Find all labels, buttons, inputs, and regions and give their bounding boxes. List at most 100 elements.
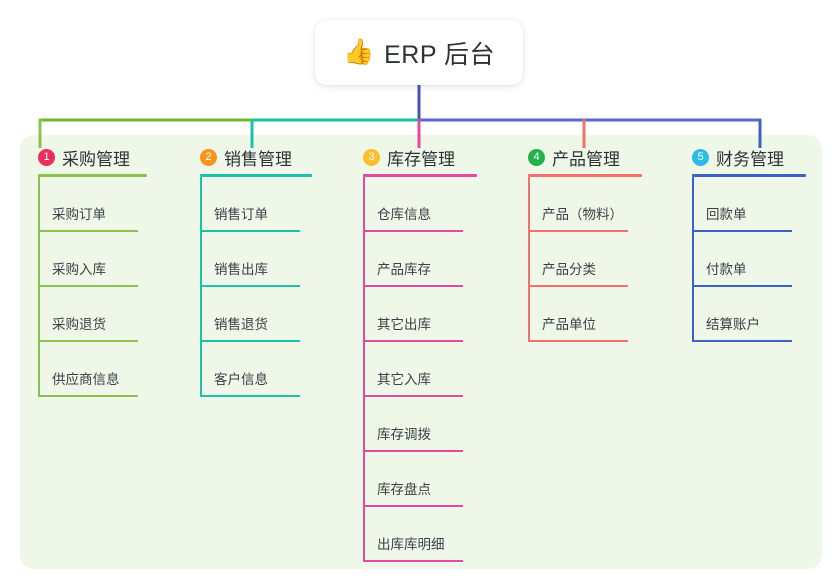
leaf-label: 仓库信息: [377, 207, 431, 222]
leaf-item[interactable]: 销售出库: [200, 232, 300, 287]
leaf-item[interactable]: 产品（物料）: [528, 177, 628, 232]
leaf-underline: [692, 285, 792, 287]
leaf-item[interactable]: 客户信息: [200, 342, 300, 397]
leaf-label: 付款单: [706, 262, 747, 277]
branch-underline-1: [38, 174, 147, 177]
branch-header-1[interactable]: 1 采购管理: [38, 146, 147, 169]
branch-title-4: 产品管理: [552, 149, 620, 169]
leaf-label: 采购退货: [52, 317, 106, 332]
leaf-label: 销售出库: [214, 262, 268, 277]
leaf-item[interactable]: 产品单位: [528, 287, 628, 342]
leaf-underline: [200, 395, 300, 397]
root-title: ERP 后台: [384, 40, 496, 69]
leaf-underline: [528, 285, 628, 287]
leaf-label: 产品库存: [377, 262, 431, 277]
leaf-group-5: 回款单付款单结算账户: [692, 177, 806, 342]
leaf-item[interactable]: 供应商信息: [38, 342, 138, 397]
leaf-label: 库存调拨: [377, 427, 431, 442]
branch-column-2: 2 销售管理销售订单销售出库销售退货客户信息: [200, 146, 312, 397]
branch-badge-2: 2: [200, 148, 217, 166]
leaf-underline: [38, 340, 138, 342]
leaf-underline: [692, 230, 792, 232]
leaf-underline: [363, 230, 463, 232]
leaf-item[interactable]: 库存调拨: [363, 397, 463, 452]
leaf-underline: [692, 340, 792, 342]
leaf-item[interactable]: 结算账户: [692, 287, 792, 342]
leaf-item[interactable]: 回款单: [692, 177, 792, 232]
branch-spine-1: [38, 177, 40, 397]
thumbs-up-icon: 👍: [342, 38, 375, 66]
branch-column-5: 5 财务管理回款单付款单结算账户: [692, 146, 806, 342]
branch-header-4[interactable]: 4 产品管理: [528, 146, 642, 169]
leaf-label: 产品单位: [542, 317, 596, 332]
leaf-item[interactable]: 采购入库: [38, 232, 138, 287]
leaf-item[interactable]: 销售订单: [200, 177, 300, 232]
root-node[interactable]: 👍 ERP 后台: [315, 20, 523, 85]
leaf-item[interactable]: 产品分类: [528, 232, 628, 287]
branch-title-5: 财务管理: [716, 149, 784, 169]
leaf-label: 客户信息: [214, 372, 268, 387]
branch-spine-2: [200, 177, 202, 397]
leaf-label: 回款单: [706, 207, 747, 222]
branch-title-3: 库存管理: [387, 149, 455, 169]
leaf-item[interactable]: 采购订单: [38, 177, 138, 232]
leaf-label: 库存盘点: [377, 482, 431, 497]
leaf-group-4: 产品（物料） 产品分类产品单位: [528, 177, 642, 342]
leaf-underline: [38, 285, 138, 287]
branch-title-1: 采购管理: [62, 149, 130, 169]
branch-badge-3: 3: [363, 148, 380, 166]
leaf-underline: [528, 230, 628, 232]
leaf-item[interactable]: 产品库存: [363, 232, 463, 287]
leaf-item[interactable]: 库存盘点: [363, 452, 463, 507]
leaf-underline: [528, 340, 628, 342]
leaf-underline: [363, 505, 463, 507]
branch-underline-2: [200, 174, 312, 177]
leaf-group-2: 销售订单销售出库销售退货客户信息: [200, 177, 312, 397]
branch-column-4: 4 产品管理产品（物料） 产品分类产品单位: [528, 146, 642, 342]
leaf-underline: [363, 395, 463, 397]
leaf-item[interactable]: 采购退货: [38, 287, 138, 342]
leaf-underline: [363, 285, 463, 287]
branch-spine-3: [363, 177, 365, 562]
branch-spine-5: [692, 177, 694, 342]
branch-underline-4: [528, 174, 642, 177]
branch-underline-3: [363, 174, 477, 177]
leaf-underline: [200, 230, 300, 232]
leaf-item[interactable]: 出库库明细: [363, 507, 463, 562]
leaf-label: 供应商信息: [52, 372, 120, 387]
leaf-label: 结算账户: [706, 317, 760, 332]
leaf-underline: [200, 285, 300, 287]
branch-underline-5: [692, 174, 806, 177]
leaf-underline: [38, 230, 138, 232]
leaf-underline: [38, 395, 138, 397]
leaf-label: 采购订单: [52, 207, 106, 222]
leaf-label: 其它入库: [377, 372, 431, 387]
leaf-label: 其它出库: [377, 317, 431, 332]
leaf-underline: [363, 560, 463, 562]
leaf-underline: [363, 450, 463, 452]
branch-badge-4: 4: [528, 148, 545, 166]
branch-badge-5: 5: [692, 148, 709, 166]
branch-column-1: 1 采购管理采购订单采购入库采购退货供应商信息: [38, 146, 147, 397]
branch-header-2[interactable]: 2 销售管理: [200, 146, 312, 169]
leaf-item[interactable]: 销售退货: [200, 287, 300, 342]
leaf-label: 产品分类: [542, 262, 596, 277]
branch-title-2: 销售管理: [224, 149, 292, 169]
leaf-label: 产品（物料）: [542, 207, 623, 222]
branch-header-3[interactable]: 3 库存管理: [363, 146, 477, 169]
leaf-label: 出库库明细: [377, 537, 445, 552]
branch-header-5[interactable]: 5 财务管理: [692, 146, 806, 169]
leaf-label: 销售订单: [214, 207, 268, 222]
leaf-label: 销售退货: [214, 317, 268, 332]
leaf-group-1: 采购订单采购入库采购退货供应商信息: [38, 177, 147, 397]
branch-badge-1: 1: [38, 148, 55, 166]
branches-panel: [20, 135, 822, 569]
branch-column-3: 3 库存管理仓库信息产品库存其它出库其它入库库存调拨库存盘点出库库明细: [363, 146, 477, 562]
leaf-item[interactable]: 其它出库: [363, 287, 463, 342]
branch-spine-4: [528, 177, 530, 342]
leaf-underline: [200, 340, 300, 342]
leaf-item[interactable]: 其它入库: [363, 342, 463, 397]
leaf-item[interactable]: 仓库信息: [363, 177, 463, 232]
leaf-item[interactable]: 付款单: [692, 232, 792, 287]
